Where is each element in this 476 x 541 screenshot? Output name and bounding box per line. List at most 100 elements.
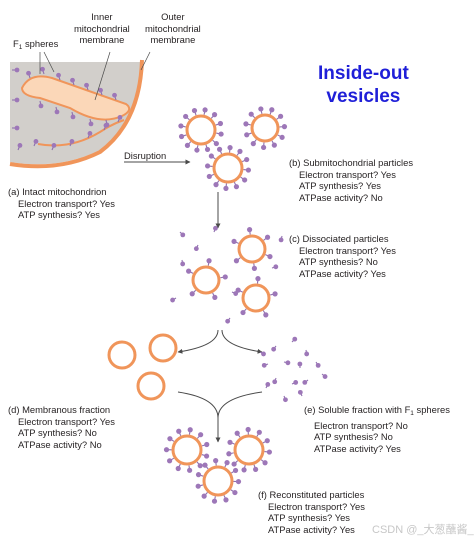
f1-sphere-icon (302, 379, 309, 385)
f1-sphere-icon (241, 464, 247, 473)
f1-sphere-icon (206, 173, 215, 180)
f1-sphere-icon (246, 227, 253, 235)
f1-sphere-icon (291, 380, 299, 385)
f1-spheres-leader-2 (43, 51, 55, 73)
f1-sphere-icon (56, 72, 61, 81)
outer-membrane-leader (140, 51, 151, 71)
f1-sphere-icon (210, 112, 218, 119)
f1-sphere-icon (167, 436, 175, 442)
f1-sphere-icon (70, 111, 76, 120)
panel-f-line-2: ATP synthesis? Yes (268, 512, 350, 524)
f1-sphere-icon (193, 244, 199, 252)
panel-a-caption: (a) Intact mitochondrion Electron transp… (8, 186, 115, 221)
panel-a-line-1: Electron transport? Yes (18, 197, 115, 209)
watermark: CSDN @_大葱蘸酱_ (372, 524, 474, 536)
panel-e-line-3: ATPase activity? Yes (314, 442, 401, 454)
f1-sphere-icon (230, 489, 238, 496)
merge-arrow-left (177, 391, 219, 419)
f1-sphere-icon (304, 349, 310, 357)
vesicles (107, 106, 288, 504)
f1-sphere-icon (166, 457, 175, 464)
f1-sphere-icon (262, 310, 269, 318)
f1-sphere-icon (271, 140, 277, 148)
f1-sphere-icon (231, 238, 239, 245)
f1-sphere-icon (51, 142, 57, 151)
f1-sphere-icon (202, 462, 209, 470)
split-arrow-right (221, 329, 263, 354)
intact-mitochondrion (9, 59, 144, 169)
f1-sphere-icon (196, 432, 204, 439)
f1-sphere-icon (17, 142, 23, 151)
f1-sphere-icon (248, 111, 256, 119)
f1-sphere-icon (216, 146, 223, 155)
f1-sphere-icon (163, 447, 172, 453)
f1-sphere-icon (213, 225, 218, 233)
inner-membrane-leader (94, 51, 111, 101)
inside-out-vesicle (235, 275, 278, 318)
f1-sphere-icon (226, 451, 234, 457)
f1-sphere-icon (258, 106, 264, 114)
f1-sphere-icon (69, 138, 75, 147)
bare-vesicle (107, 340, 137, 370)
f1-sphere-icon (265, 253, 273, 260)
inner-mitochondrial-membrane (20, 75, 131, 121)
inside-out-vesicle (243, 106, 288, 151)
f1-sphere-icon (321, 373, 328, 379)
f1-sphere-icon (84, 82, 89, 91)
f1-sphere-icon (271, 345, 277, 352)
f1-sphere-icon (178, 133, 187, 140)
f1-sphere-icon (236, 148, 243, 156)
f1-sphere-icon (98, 87, 103, 96)
f1-sphere-icon (12, 97, 20, 103)
f1-sphere-icon (33, 138, 39, 147)
f1-sphere-icon (70, 77, 75, 86)
panel-b-line-3: ATPase activity? No (299, 191, 383, 203)
f1-sphere-icon (233, 181, 240, 190)
f1-sphere-icon (189, 289, 197, 297)
panel-f-caption: (f) Reconstituted particles Electron tra… (258, 489, 365, 535)
panel-a-title: (a) Intact mitochondrion (8, 186, 107, 197)
f1-sphere-icon (272, 377, 278, 385)
f1-sphere-icon (263, 234, 271, 241)
f1-sphere-icon (256, 429, 262, 437)
f1-sphere-icon (176, 428, 182, 437)
bare-vesicle (136, 371, 166, 401)
f1-sphere-icon (276, 113, 284, 120)
panel-d-title: (d) Membranous fraction (8, 404, 111, 415)
panel-e-caption: (e) Soluble fraction with F1 spheres Ele… (304, 404, 450, 454)
f1-sphere-icon (243, 167, 251, 173)
panel-d-line-3: ATPase activity? No (18, 438, 102, 450)
panel-d-line-1: Electron transport? Yes (18, 415, 115, 427)
outer-mitochondrial-membrane (9, 59, 144, 169)
label-outer-membrane: Outer mitochondrial membrane (145, 11, 201, 46)
inside-out-vesicle (186, 258, 228, 300)
f1-sphere-icon (183, 113, 190, 121)
f1-sphere-icon (283, 395, 288, 403)
f1-sphere-icon (230, 467, 239, 474)
f1-sphere-icon (297, 361, 303, 369)
f1-sphere-icon (240, 176, 248, 183)
panel-a-line-2: ATP synthesis? Yes (18, 209, 100, 221)
f1-sphere-icon (215, 120, 224, 127)
f1-sphere-icon (259, 351, 266, 357)
f1-sphere-icon (194, 145, 200, 153)
f1-sphere-icon (213, 180, 220, 188)
f1-sphere-icon (243, 121, 251, 127)
panel-c-line-3: ATPase activity? Yes (299, 267, 386, 279)
f1-sphere-icon (264, 449, 272, 455)
f1-sphere-icon (265, 382, 271, 389)
f1-sphere-icon (231, 460, 239, 467)
f1-sphere-icon (277, 134, 285, 140)
f1-sphere-icon (250, 139, 257, 147)
f1-sphere-icon (220, 274, 228, 280)
label-inner-membrane: Inner mitochondrial membrane (74, 11, 130, 46)
f1-sphere-icon (262, 438, 270, 444)
f1-sphere-icon (187, 465, 193, 473)
f1-sphere-icon (297, 389, 303, 397)
f1-sphere-icon (112, 92, 117, 101)
f1-sphere-icon (251, 263, 258, 271)
f1-sphere-icon (244, 132, 252, 138)
f1-sphere-icon (201, 441, 210, 448)
f1-sphere-icon (54, 106, 60, 115)
merge-arrow-right (217, 391, 263, 419)
